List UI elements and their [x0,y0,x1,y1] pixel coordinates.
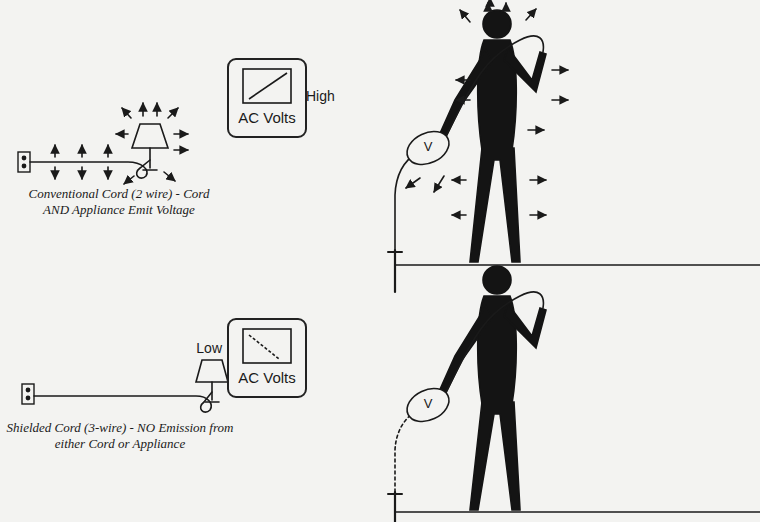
shielded-cord [34,392,212,412]
ground-rod [394,492,396,522]
emission-arrows [55,103,188,184]
meter-symbol: V [416,139,440,155]
outlet-plug [22,384,34,404]
lamp-shade [132,124,168,148]
person [438,10,546,262]
lamp-shade [196,360,228,382]
caption: Conventional Cord (2 wire) - Cord AND Ap… [22,186,216,217]
lamp-base [205,382,219,402]
person [438,266,546,510]
meter-dial [241,327,293,365]
meter-box: AC Volts [227,318,307,398]
two-wire-cord [30,160,150,178]
hand-meter [402,382,455,428]
floor [395,264,760,266]
probe-lead [444,36,543,140]
probe-lead [444,292,543,396]
body-emission-arrows [406,0,568,215]
reading-label: Low [186,340,222,357]
outlet-plug [18,152,30,172]
ground-rod [394,250,396,292]
meter-symbol: V [416,396,440,412]
caption: Shielded Cord (3-wire) - NO Emission fro… [4,420,236,451]
ground-lead [395,410,418,492]
meter-label: AC Volts [232,109,302,132]
meter-box: AC Volts [227,58,307,138]
ground-lead [395,152,418,250]
reading-label: High [306,88,356,105]
hand-meter [402,125,455,171]
floor [395,511,760,513]
meter-label: AC Volts [232,369,302,392]
meter-dial [241,67,293,105]
lamp-base [143,148,157,170]
